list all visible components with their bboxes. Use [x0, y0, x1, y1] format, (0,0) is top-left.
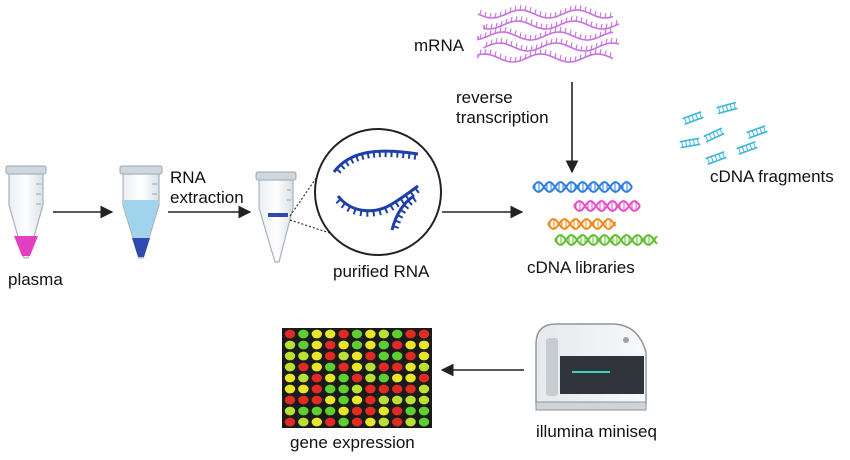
label-cdna-fragments: cDNA fragments — [710, 167, 834, 187]
purified-tube-icon — [256, 172, 296, 262]
heatmap-icon — [282, 328, 432, 428]
label-mrna: mRNA — [414, 36, 464, 56]
label-illumina-miniseq: illumina miniseq — [536, 422, 657, 442]
label-rna-extraction: RNA extraction — [170, 168, 244, 208]
dna-helix-icon — [533, 182, 657, 245]
label-cdna-libraries: cDNA libraries — [527, 258, 635, 278]
sequencer-icon — [536, 324, 646, 410]
cdna-fragment-icon — [680, 103, 768, 165]
label-reverse-transcription: reverse transcription — [456, 88, 549, 128]
label-purified-rna: purified RNA — [333, 262, 429, 282]
label-gene-expression: gene expression — [290, 433, 415, 453]
mrna-icon — [478, 5, 619, 62]
plasma-tube-icon — [6, 166, 46, 258]
rna-circle-icon — [315, 129, 441, 255]
label-plasma: plasma — [8, 270, 63, 290]
extraction-tube-icon — [120, 166, 162, 258]
